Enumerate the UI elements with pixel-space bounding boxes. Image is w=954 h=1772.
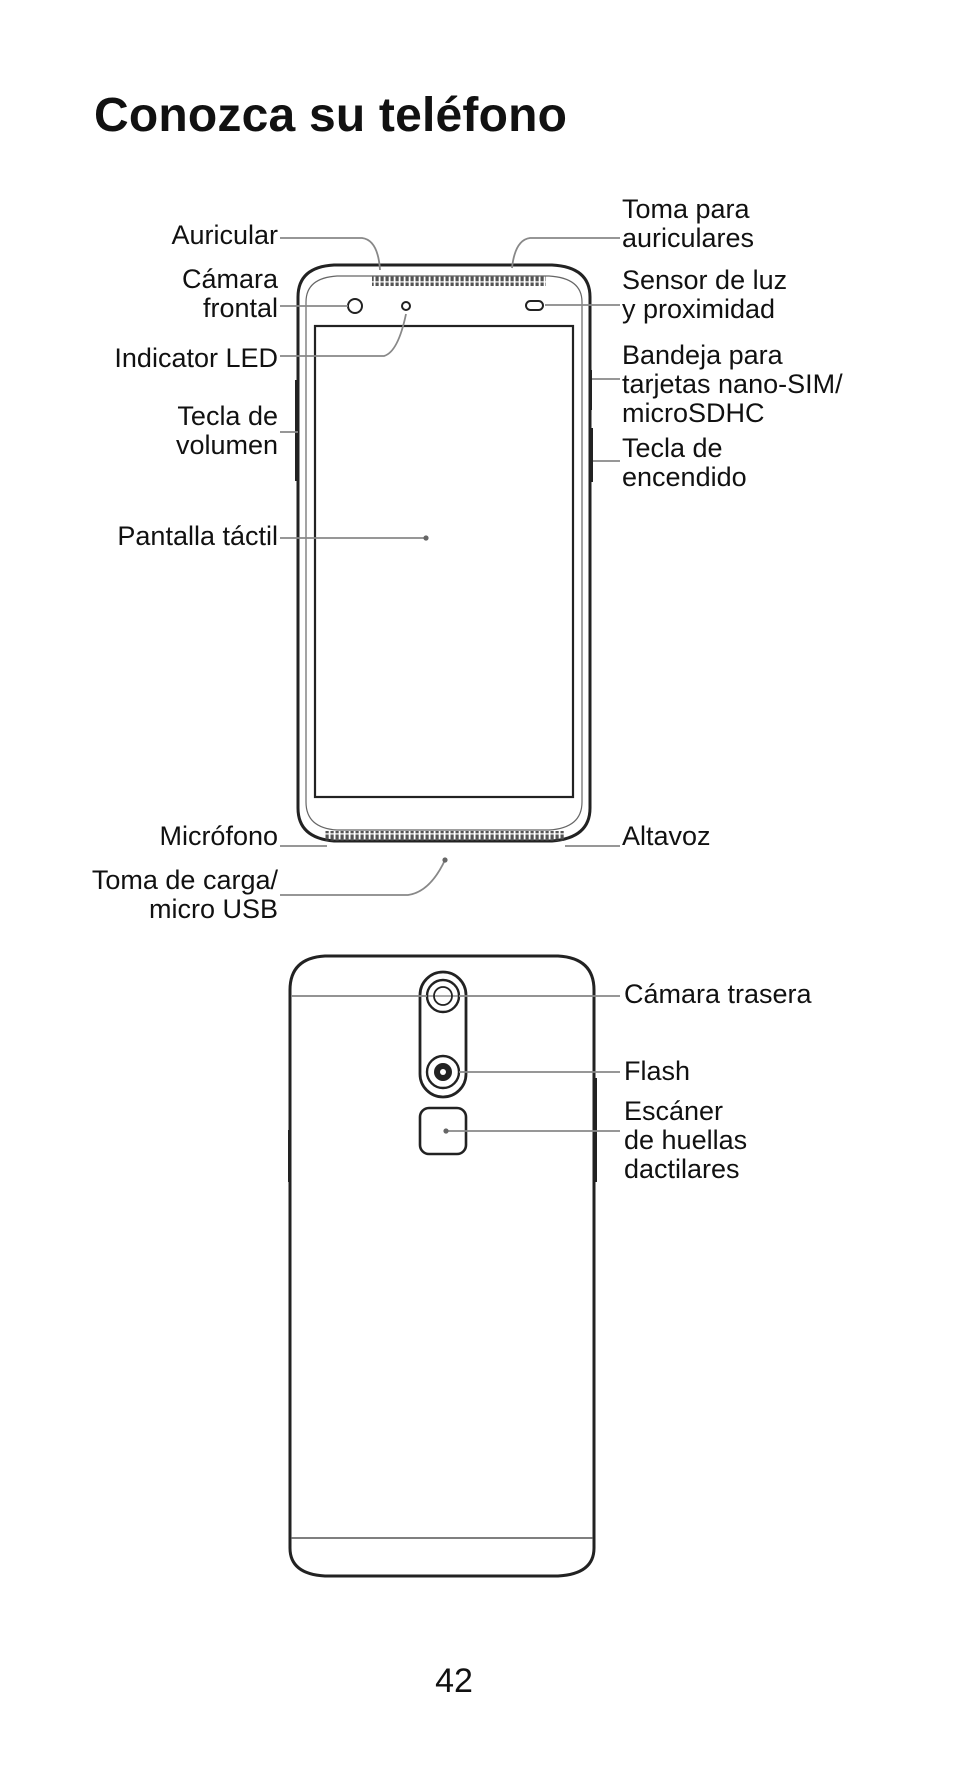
sim-tray <box>589 370 592 410</box>
label-sensor-luz: Sensor de luz y proximidad <box>622 265 788 324</box>
touch-screen <box>313 324 575 799</box>
page-number: 42 <box>435 1662 473 1700</box>
phone-back <box>288 954 597 1578</box>
camera-module <box>418 970 468 1099</box>
phone-front-outline <box>296 263 592 843</box>
back-side-key-right <box>593 1078 597 1182</box>
front-camera-lens <box>347 298 363 314</box>
label-microfono: Micrófono <box>159 821 278 851</box>
label-tecla-volumen: Tecla de volumen <box>175 401 278 460</box>
earpiece-grille <box>372 276 546 286</box>
label-flash: Flash <box>624 1056 691 1086</box>
led-indicator <box>401 301 411 311</box>
label-camara-trasera: Cámara trasera <box>624 979 812 1009</box>
speaker-grille <box>325 831 565 841</box>
label-altavoz: Altavoz <box>622 821 711 851</box>
light-proximity-sensor <box>525 300 544 311</box>
label-toma-carga: Toma de carga/ micro USB <box>91 865 278 924</box>
label-indicator-led: Indicator LED <box>114 343 278 373</box>
label-camara-frontal: Cámara frontal <box>181 264 278 323</box>
power-key <box>589 428 593 482</box>
back-side-key-left <box>288 1130 291 1182</box>
label-pantalla-tactil: Pantalla táctil <box>117 521 278 551</box>
label-tecla-encendido: Tecla de encendido <box>622 433 747 492</box>
label-escaner-huellas: Escáner de huellas dactilares <box>624 1096 748 1184</box>
label-auricular: Auricular <box>171 220 278 250</box>
label-toma-auriculares: Toma para auriculares <box>622 194 755 253</box>
volume-key <box>295 380 299 481</box>
page-title: Conozca su teléfono <box>94 89 568 142</box>
phone-front-inner-bezel <box>305 275 583 831</box>
label-bandeja-sim: Bandeja para tarjetas nano-SIM/ microSDH… <box>622 340 843 428</box>
phone-back-outline <box>288 954 596 1578</box>
phone-front <box>295 263 593 843</box>
